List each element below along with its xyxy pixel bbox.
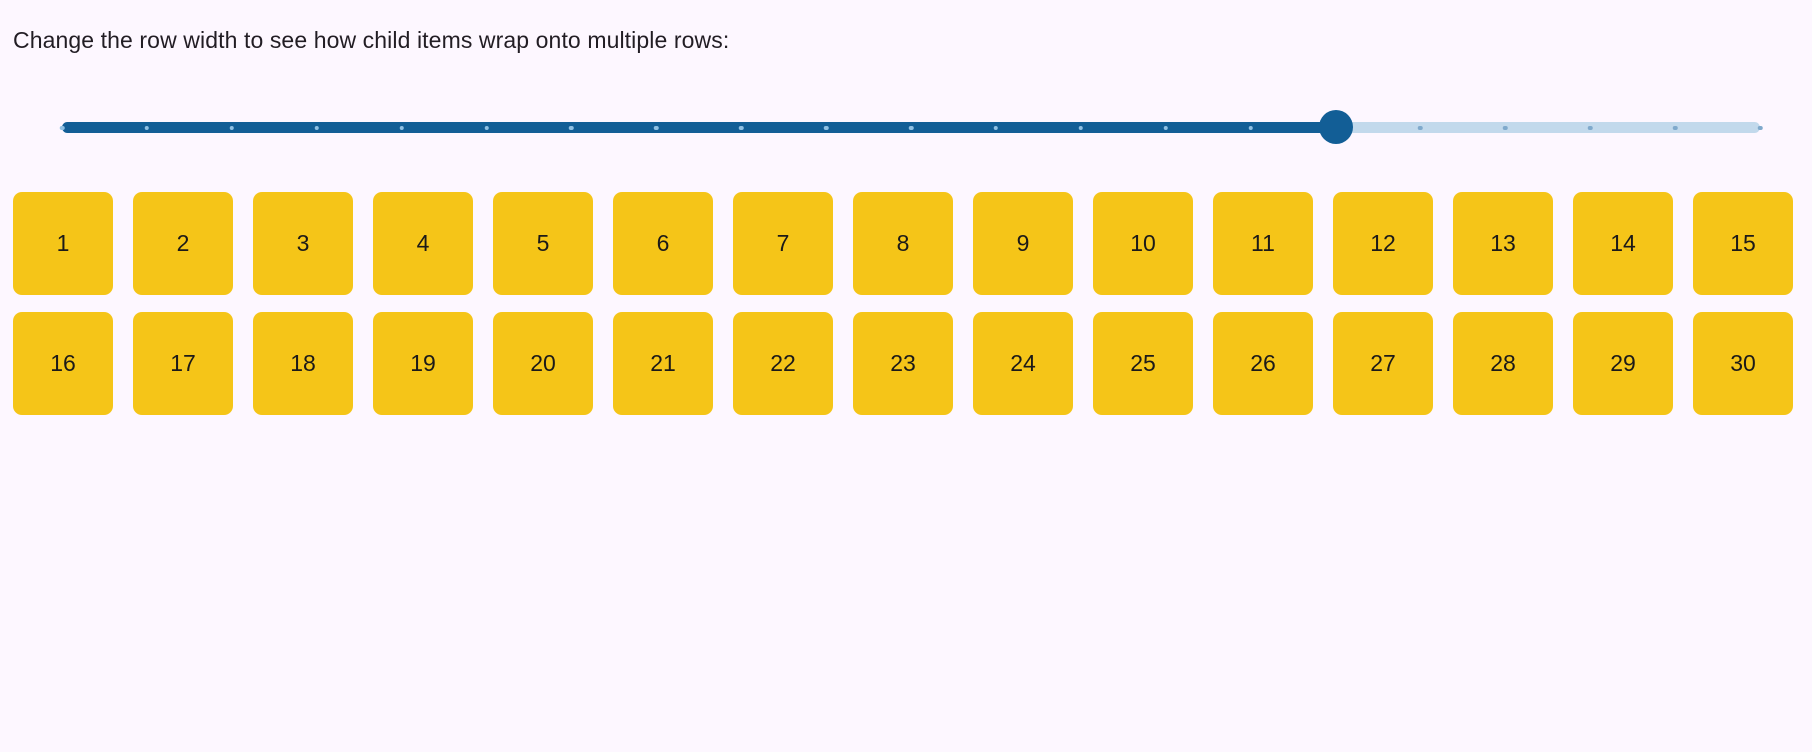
wrap-item: 20: [493, 312, 593, 415]
wrap-item: 3: [253, 192, 353, 295]
wrap-item: 8: [853, 192, 953, 295]
wrap-item: 5: [493, 192, 593, 295]
wrap-item: 13: [1453, 192, 1553, 295]
slider-thumb[interactable]: [1318, 110, 1353, 144]
wrap-item: 6: [613, 192, 713, 295]
wrap-item: 19: [373, 312, 473, 415]
wrap-item: 14: [1573, 192, 1673, 295]
slider-tick: [993, 125, 999, 130]
slider-tick: [654, 125, 659, 130]
wrap-item: 26: [1213, 312, 1313, 415]
slider-tick: [1248, 125, 1253, 130]
wrap-item: 11: [1213, 192, 1313, 295]
slider-fill: [62, 122, 1336, 133]
wrap-item: 15: [1693, 192, 1793, 295]
slider-tick: [1163, 125, 1168, 130]
slider-tick: [1757, 125, 1763, 130]
wrap-item: 17: [133, 312, 233, 415]
slider-tick: [1418, 125, 1423, 130]
slider-tick: [229, 125, 235, 130]
wrap-item: 27: [1333, 312, 1433, 415]
wrap-item: 25: [1093, 312, 1193, 415]
slider-tick: [569, 125, 574, 130]
slider-tick: [823, 125, 829, 130]
slider-tick: [484, 125, 489, 130]
wrap-item: 24: [973, 312, 1073, 415]
wrap-item: 7: [733, 192, 833, 295]
slider-tick: [908, 125, 914, 130]
slider-tick: [1078, 125, 1084, 130]
slider-tick: [1587, 125, 1593, 130]
wrap-item: 9: [973, 192, 1073, 295]
slider-tick-marks: [59, 122, 1763, 133]
slider-tick: [399, 125, 404, 130]
slider-tick: [1503, 125, 1508, 130]
slider-tick: [738, 125, 744, 130]
wrap-item: 1: [13, 192, 113, 295]
wrap-item: 4: [373, 192, 473, 295]
wrap-item: 21: [613, 312, 713, 415]
slider-tick: [59, 125, 65, 130]
slider-tick: [1672, 125, 1678, 130]
wrap-item: 29: [1573, 312, 1673, 415]
slider-tick: [314, 125, 319, 130]
row-width-slider[interactable]: [59, 110, 1763, 144]
wrap-item: 16: [13, 312, 113, 415]
page-title: Change the row width to see how child it…: [13, 27, 730, 53]
wrap-item: 12: [1333, 192, 1433, 295]
slider-tick: [144, 125, 150, 130]
wrap-item: 2: [133, 192, 233, 295]
wrap-item: 22: [733, 312, 833, 415]
wrap-item: 28: [1453, 312, 1553, 415]
wrap-item: 23: [853, 312, 953, 415]
wrap-item: 18: [253, 312, 353, 415]
wrap-item: 10: [1093, 192, 1193, 295]
wrap-item: 30: [1693, 312, 1793, 415]
